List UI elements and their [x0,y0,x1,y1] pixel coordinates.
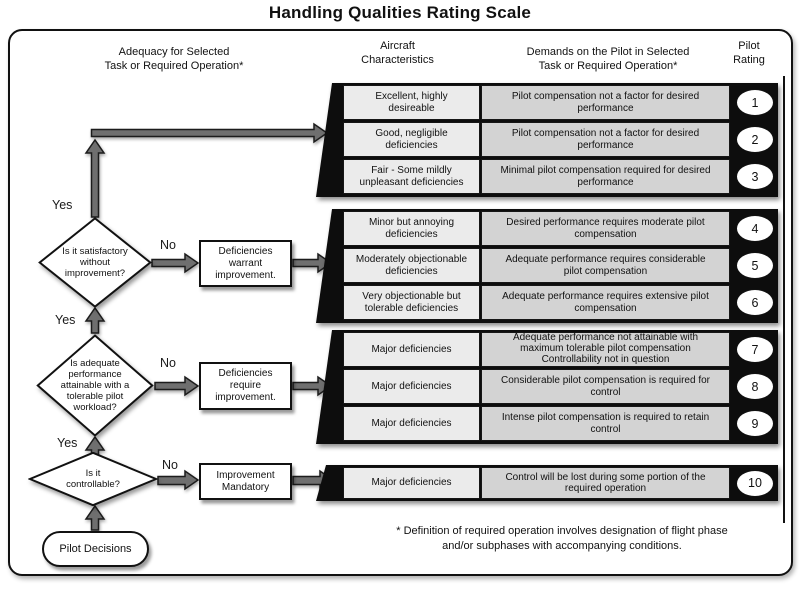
rating-row-6: Very objectionable but tolerable deficie… [316,285,778,320]
rating-group-panel: Excellent, highly desireable Pilot compe… [316,83,778,197]
aircraft-characteristics-cell: Major deficiencies [343,332,480,367]
rating-badge: 2 [736,126,774,153]
decision-satisfactory: Is it satisfactory without improvement? [38,217,152,308]
rating-badge: 10 [736,469,774,497]
diamond-shape [28,452,158,506]
rating-scale-bracket-line [783,76,785,523]
rating-row-7: Major deficiencies Adequate performance … [316,332,778,367]
column-header-pilot-rating: Pilot Rating [733,40,765,66]
label-yes-1: Yes [52,198,73,212]
decision-question: Is it satisfactory without improvement? [62,246,128,279]
pilot-demands-cell: Considerable pilot compensation is requi… [481,369,730,404]
aircraft-characteristics-cell: Major deficiencies [343,467,480,499]
rating-row-5: Moderately objectionable deficiencies Ad… [316,248,778,283]
pilot-demands-cell: Minimal pilot compensation required for … [481,159,730,194]
aircraft-characteristics-cell: Major deficiencies [343,369,480,404]
rating-row-3: Fair - Some mildly unpleasant deficienci… [316,159,778,194]
footnote: * Definition of required operation invol… [396,525,728,552]
rating-badge: 3 [736,163,774,190]
label-yes-2: Yes [55,313,76,327]
rating-badge: 5 [736,252,774,279]
rating-group-4: Major deficiencies Control will be lost … [316,465,778,501]
decision-question: Is adequate performance attainable with … [60,358,130,413]
rating-badge: 7 [736,336,774,363]
rating-badge: 1 [736,89,774,116]
rating-badge: 6 [736,289,774,316]
aircraft-characteristics-cell: Major deficiencies [343,406,480,441]
rating-group-2: Minor but annoying deficiencies Desired … [316,209,778,323]
column-header-pilot-demands: Demands on the Pilot in Selected Task or… [526,46,690,72]
pilot-demands-cell: Adequate performance requires extensive … [481,285,730,320]
aircraft-characteristics-cell: Moderately objectionable deficiencies [343,248,480,283]
rating-group-panel: Minor but annoying deficiencies Desired … [316,209,778,323]
diamond-shape [38,217,152,308]
pilot-demands-cell: Pilot compensation not a factor for desi… [481,85,730,120]
rating-row-10: Major deficiencies Control will be lost … [316,467,778,499]
action-improvement-mandatory: Improvement Mandatory [199,463,292,500]
diagram-frame [8,29,793,576]
terminal-pilot-decisions: Pilot Decisions [42,531,149,567]
rating-badge: 9 [736,410,774,437]
decision-controllable: Is it controllable? [28,452,158,506]
action-deficiencies-require-improvement: Deficiencies require improvement. [199,362,292,410]
rating-group-1: Excellent, highly desireable Pilot compe… [316,83,778,197]
aircraft-characteristics-cell: Good, negligible deficiencies [343,122,480,157]
pilot-demands-cell: Adequate performance requires considerab… [481,248,730,283]
pilot-demands-cell: Adequate performance not attainable with… [481,332,730,367]
rating-row-1: Excellent, highly desireable Pilot compe… [316,85,778,120]
action-deficiencies-warrant-improvement: Deficiencies warrant improvement. [199,240,292,287]
label-no-1: No [160,238,176,252]
rating-badge: 4 [736,215,774,242]
pilot-demands-cell: Intense pilot compensation is required t… [481,406,730,441]
aircraft-characteristics-cell: Very objectionable but tolerable deficie… [343,285,480,320]
aircraft-characteristics-cell: Minor but annoying deficiencies [343,211,480,246]
aircraft-characteristics-cell: Fair - Some mildly unpleasant deficienci… [343,159,480,194]
rating-row-9: Major deficiencies Intense pilot compens… [316,406,778,441]
pilot-demands-cell: Pilot compensation not a factor for desi… [481,122,730,157]
page-title: Handling Qualities Rating Scale [268,3,532,22]
diamond-shape [36,334,154,437]
rating-badge: 8 [736,373,774,400]
rating-group-3: Major deficiencies Adequate performance … [316,330,778,444]
pilot-demands-cell: Control will be lost during some portion… [481,467,730,499]
decision-question: Is it controllable? [66,468,120,490]
rating-row-4: Minor but annoying deficiencies Desired … [316,211,778,246]
label-no-2: No [160,356,176,370]
label-yes-3: Yes [57,436,78,450]
decision-adequate-performance: Is adequate performance attainable with … [36,334,154,437]
column-header-aircraft-characteristics: Aircraft Characteristics [361,40,434,66]
rating-row-2: Good, negligible deficiencies Pilot comp… [316,122,778,157]
column-header-adequacy: Adequacy for Selected Task or Required O… [104,46,244,72]
rating-group-panel: Major deficiencies Adequate performance … [316,330,778,444]
label-no-3: No [162,458,178,472]
pilot-demands-cell: Desired performance requires moderate pi… [481,211,730,246]
rating-row-8: Major deficiencies Considerable pilot co… [316,369,778,404]
rating-group-panel: Major deficiencies Control will be lost … [316,465,778,501]
aircraft-characteristics-cell: Excellent, highly desireable [343,85,480,120]
